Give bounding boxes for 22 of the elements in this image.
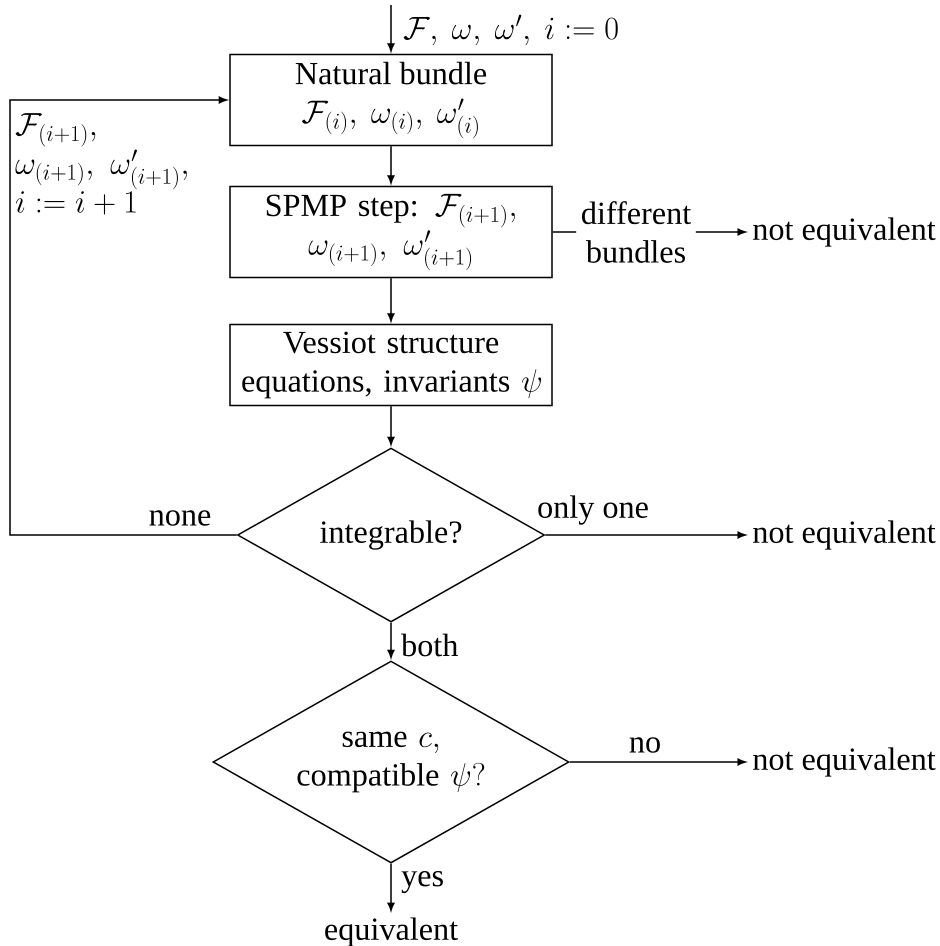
edge-label: no bbox=[626, 734, 664, 756]
arrow bbox=[570, 758, 746, 766]
edge-label: none bbox=[146, 508, 214, 528]
outcome-label: not equivalent bbox=[753, 747, 936, 777]
arrow bbox=[388, 622, 395, 658]
arrow bbox=[388, 406, 395, 445]
edge-label: both bbox=[398, 631, 461, 659]
edge-label: different bundles bbox=[576, 198, 696, 266]
edge-label: yes bbox=[398, 868, 446, 896]
annotation-label: $\mathcal{F}_{(i+1)},\allowbreak\ \omega_{(i+1)},\ \omega'_{(i+1)},\allowbreak\ i:=i+1$ bbox=[16, 113, 187, 214]
edge-label: $\mathcal{F},\ \omega,\ \omega',\ i:=0$ bbox=[400, 12, 622, 48]
arrow bbox=[388, 146, 395, 184]
outcome-label: not equivalent bbox=[753, 217, 936, 247]
arrow bbox=[388, 278, 395, 322]
outcome-label: not equivalent bbox=[753, 520, 936, 550]
arrow bbox=[388, 864, 395, 911]
arrow bbox=[9, 96, 237, 536]
arrow bbox=[388, 5, 395, 52]
process-box: Natural bundle $\mathcal{F}_{(i)},\ \omega_{(i)},\ \omega'_{(i)}$ bbox=[229, 54, 553, 146]
process-box: $\text{Vessiot structure}\allowbreak\ \text{equations, invariants }\psi$ bbox=[229, 324, 553, 406]
arrow bbox=[545, 532, 746, 539]
process-box: $\text{SPMP step: }\mathcal{F}_{(i+1)},\allowbreak\ \omega_{(i+1)},\ \omega'_{(i+1)}$ bbox=[229, 186, 553, 278]
